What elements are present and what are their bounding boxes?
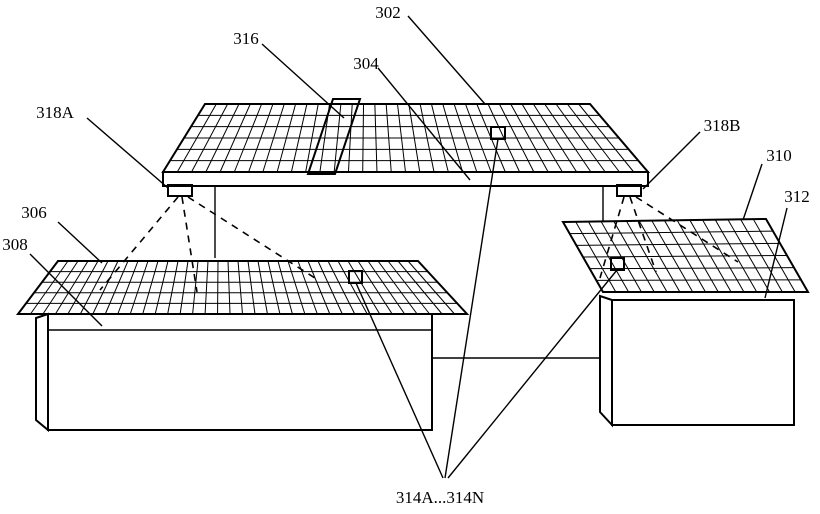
leader-lines [29, 15, 788, 479]
label-302: 302 [375, 3, 401, 22]
top-roof-grid [170, 103, 639, 173]
panel-marker-right [610, 257, 625, 271]
right-building-side [599, 294, 613, 428]
panel-marker-left [348, 270, 363, 284]
top-canopy-beam [162, 171, 649, 187]
top-canopy [161, 98, 651, 258]
sensor-318b [616, 184, 642, 197]
label-318b: 318B [704, 116, 741, 135]
label-314: 314A...314N [396, 488, 484, 507]
right-roof-grid [569, 218, 802, 293]
solar-strip [306, 98, 362, 175]
label-312: 312 [784, 187, 810, 206]
label-306: 306 [21, 203, 47, 222]
right-building-wall [611, 299, 795, 426]
right-building [561, 217, 810, 428]
left-building-wall [47, 313, 433, 431]
label-308: 308 [2, 235, 28, 254]
sensor-318a [167, 184, 193, 197]
left-building [15, 260, 470, 433]
left-building-side [35, 312, 49, 433]
label-318a: 318A [36, 103, 75, 122]
label-310: 310 [766, 146, 792, 165]
label-304: 304 [353, 54, 379, 73]
panel-marker-top [490, 126, 506, 140]
label-316: 316 [233, 29, 259, 48]
left-roof-grid [26, 260, 458, 315]
sensor-beams [99, 196, 739, 293]
